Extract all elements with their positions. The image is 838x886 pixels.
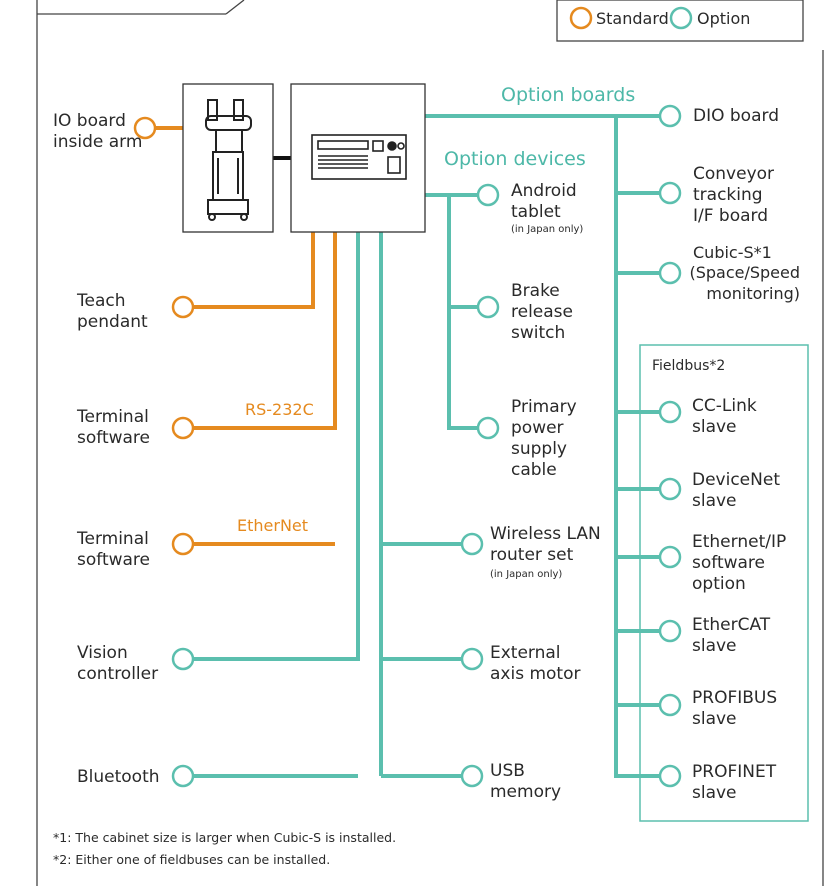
usb-node (460, 764, 484, 788)
dio-node (658, 104, 682, 128)
usb-label: USB memory (490, 761, 562, 802)
standard-circles (133, 116, 195, 556)
ethercat-label: EtherCAT slave (692, 615, 771, 656)
android-note: (in Japan only) (511, 224, 584, 235)
power-node (476, 416, 500, 440)
legend-option-label: Option (697, 9, 751, 28)
footnote-1: *1: The cabinet size is larger when Cubi… (53, 830, 397, 845)
teach-pendant-label: Teach pendant (77, 291, 148, 332)
bluetooth-label: Bluetooth (77, 767, 160, 787)
external-node (460, 647, 484, 671)
controller-box (290, 83, 426, 233)
profibus-node (658, 693, 682, 717)
external-label: External axis motor (490, 643, 581, 684)
io-board-label: IO board inside arm (53, 111, 143, 152)
cubic-title: Cubic-S*1 (693, 243, 772, 262)
wlan-note: (in Japan only) (490, 569, 563, 580)
cclink-label: CC-Link slave (692, 396, 757, 437)
ethernetip-label: Ethernet/IP software option (692, 532, 787, 594)
android-label: Android tablet (511, 181, 577, 222)
bluetooth-node (171, 764, 195, 788)
terminal-eth-label: Terminal software (77, 529, 151, 570)
cubic-sub: (Space/Speed monitoring) (689, 263, 800, 303)
robot-icon (205, 99, 252, 221)
cubic-node (658, 261, 682, 285)
option-devices-heading: Option devices (444, 148, 586, 170)
robot-box (182, 83, 274, 233)
io-board-node (133, 116, 157, 140)
brake-node (476, 295, 500, 319)
brake-label: Brake release switch (511, 281, 573, 343)
power-label: Primary power supply cable (511, 397, 577, 480)
conveyor-label: Conveyor tracking I/F board (693, 164, 775, 226)
controller-icon (311, 134, 407, 180)
fieldbus-box (639, 344, 809, 822)
terminal-rs-node (171, 416, 195, 440)
ethercat-node (658, 619, 682, 643)
option-lines (193, 114, 660, 778)
profinet-node (658, 764, 682, 788)
ethernetip-node (658, 545, 682, 569)
profinet-label: PROFINET slave (692, 762, 777, 803)
footnote-2: *2: Either one of fieldbuses can be inst… (53, 852, 331, 867)
legend-option-circle (669, 6, 693, 30)
devicenet-label: DeviceNet slave (692, 470, 780, 511)
wlan-node (460, 532, 484, 556)
vision-label: Vision controller (77, 643, 159, 684)
rs232c-label: RS-232C (245, 400, 314, 419)
terminal-rs-label: Terminal software (77, 407, 151, 448)
option-circles (171, 104, 682, 788)
wlan-label: Wireless LAN router set (490, 524, 601, 565)
legend-standard-label: Standard (596, 9, 669, 28)
cclink-node (658, 400, 682, 424)
legend-standard-circle (569, 6, 593, 30)
terminal-eth-node (171, 532, 195, 556)
conveyor-node (658, 181, 682, 205)
android-node (476, 183, 500, 207)
outer-frame (36, 0, 824, 886)
teach-pendant-node (171, 295, 195, 319)
profibus-label: PROFIBUS slave (692, 688, 778, 729)
fieldbus-heading: Fieldbus*2 (652, 358, 726, 374)
option-boards-heading: Option boards (501, 84, 636, 106)
dio-label: DIO board (693, 106, 779, 126)
devicenet-node (658, 477, 682, 501)
vision-node (171, 647, 195, 671)
standard-lines (155, 126, 337, 546)
ethernet-label: EtherNet (237, 516, 309, 535)
